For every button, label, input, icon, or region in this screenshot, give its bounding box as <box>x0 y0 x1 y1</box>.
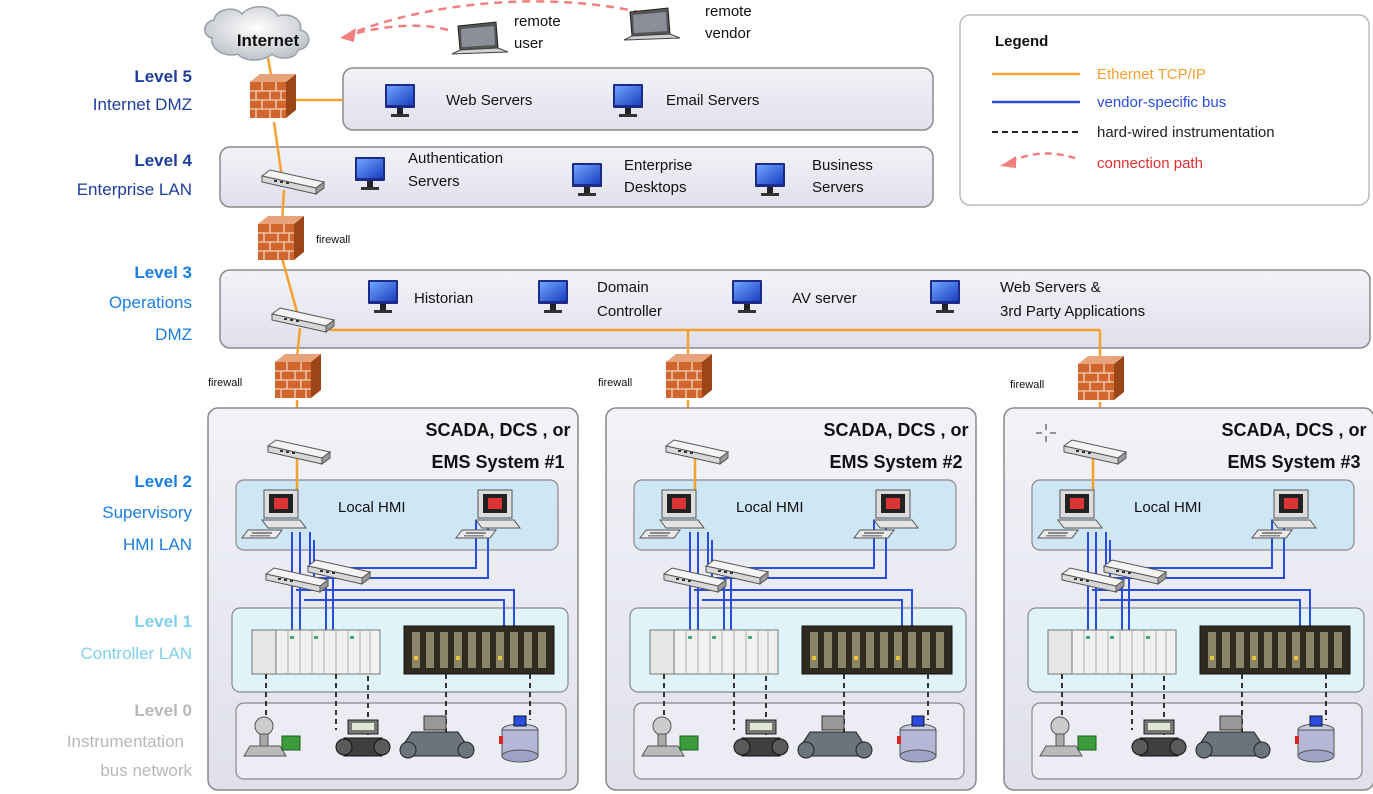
system-1-instrumentation-box <box>235 702 567 780</box>
legend-vendor-bus-label: vendor-specific bus <box>1097 94 1226 111</box>
domain-controller-label-line1: Domain <box>597 279 649 296</box>
level-3-label: Level 3 <box>134 263 192 282</box>
system-3-firewall-label: firewall <box>1010 379 1044 391</box>
level-0-label: Level 0 <box>134 701 192 720</box>
system-2-title-line2: EMS System #2 <box>829 452 962 472</box>
remote-vendor-laptop-icon <box>623 7 681 41</box>
remote-user-label-line2: user <box>514 35 543 52</box>
system-3-firewall-icon <box>1077 355 1125 401</box>
system-2-dcs-rack-icon <box>801 625 953 675</box>
legend-connection-path-label: connection path <box>1097 155 1203 172</box>
system-3-instrumentation-box <box>1031 702 1363 780</box>
domain-controller-label-line2: Controller <box>597 303 662 320</box>
level-1-name: Controller LAN <box>81 644 193 663</box>
connection-arrowhead <box>340 28 356 42</box>
enterprise-desktops-label-line1: Enterprise <box>624 157 692 174</box>
level-4-firewall-icon <box>257 215 305 261</box>
connection-path-user <box>344 24 449 38</box>
legend-box <box>959 14 1370 206</box>
system-1-panel-group: SCADA, DCS , or EMS System #1 Local HMI <box>207 407 579 791</box>
system-2-title-line1: SCADA, DCS , or <box>823 420 968 440</box>
level-4-label: Level 4 <box>134 151 192 170</box>
internet-label: Internet <box>237 31 300 50</box>
system-3-panel-group: SCADA, DCS , or EMS System #3 Local HMI <box>1003 407 1373 791</box>
legend-hardwired-label: hard-wired instrumentation <box>1097 124 1275 141</box>
level-0-name-line2: bus network <box>100 761 192 780</box>
system-2-instrumentation-box <box>633 702 965 780</box>
authentication-servers-label-line2: Servers <box>408 173 460 190</box>
level-5-firewall-icon <box>249 73 297 119</box>
level-2-name-line2: HMI LAN <box>123 535 192 554</box>
legend-ethernet-label: Ethernet TCP/IP <box>1097 66 1206 83</box>
legend-title: Legend <box>995 33 1048 50</box>
level-3-name-line2: DMZ <box>155 325 192 344</box>
system-2-firewall-icon <box>665 353 713 399</box>
level-3-name-line1: Operations <box>109 293 192 312</box>
system-3-local-hmi-label: Local HMI <box>1134 499 1202 516</box>
level-labels: Level 5 Internet DMZ Level 4 Enterprise … <box>67 67 193 780</box>
level-1-label: Level 1 <box>134 612 192 631</box>
remote-user-laptop-icon <box>451 21 509 55</box>
web-servers-3rd-party-label-line2: 3rd Party Applications <box>1000 303 1145 320</box>
system-1-plc-rack-icon <box>251 629 381 675</box>
level-5-label: Level 5 <box>134 67 192 86</box>
web-servers-label: Web Servers <box>446 92 532 109</box>
system-1-local-hmi-label: Local HMI <box>338 499 406 516</box>
level-2-name-line1: Supervisory <box>102 503 192 522</box>
level-4-firewall-label: firewall <box>316 234 350 246</box>
authentication-servers-label-line1: Authentication <box>408 150 503 167</box>
level-0-name-line1: Instrumentation <box>67 732 184 751</box>
email-servers-label: Email Servers <box>666 92 759 109</box>
system-1-title-line1: SCADA, DCS , or <box>425 420 570 440</box>
business-servers-label-line2: Servers <box>812 179 864 196</box>
system-2-firewall-label: firewall <box>598 377 632 389</box>
level-3-operations-panel <box>219 269 1371 349</box>
system-2-plc-rack-icon <box>649 629 779 675</box>
business-servers-label-line1: Business <box>812 157 873 174</box>
legend-connection-path-swatch <box>1009 152 1081 164</box>
system-3-title-line2: EMS System #3 <box>1227 452 1360 472</box>
historian-label: Historian <box>414 290 473 307</box>
ethernet-trunk <box>266 57 1102 445</box>
system-1-title-line2: EMS System #1 <box>431 452 564 472</box>
system-2-local-hmi-label: Local HMI <box>736 499 804 516</box>
level-2-label: Level 2 <box>134 472 192 491</box>
system-1-firewall-icon <box>274 353 322 399</box>
system-3-plc-rack-icon <box>1047 629 1177 675</box>
level-5-name: Internet DMZ <box>93 95 192 114</box>
remote-vendor-label-line2: vendor <box>705 25 751 42</box>
legend-connection-arrowhead <box>1000 156 1016 168</box>
remote-user-label-line1: remote <box>514 13 561 30</box>
crosshair-cursor-icon <box>1036 424 1056 442</box>
remote-vendor-label-line1: remote <box>705 3 752 20</box>
av-server-label: AV server <box>792 290 857 307</box>
system-3-dcs-rack-icon <box>1199 625 1351 675</box>
system-3-title-line1: SCADA, DCS , or <box>1221 420 1366 440</box>
enterprise-desktops-label-line2: Desktops <box>624 179 687 196</box>
system-2-panel-group: SCADA, DCS , or EMS System #2 Local HMI <box>605 407 977 791</box>
connection-path-vendor <box>344 0 656 38</box>
internet-cloud: Internet <box>204 6 310 61</box>
system-1-firewall-label: firewall <box>208 377 242 389</box>
system-1-dcs-rack-icon <box>403 625 555 675</box>
legend: Legend Ethernet TCP/IP vendor-specific b… <box>959 14 1370 206</box>
level-4-name: Enterprise LAN <box>77 180 192 199</box>
web-servers-3rd-party-label-line1: Web Servers & <box>1000 279 1101 296</box>
